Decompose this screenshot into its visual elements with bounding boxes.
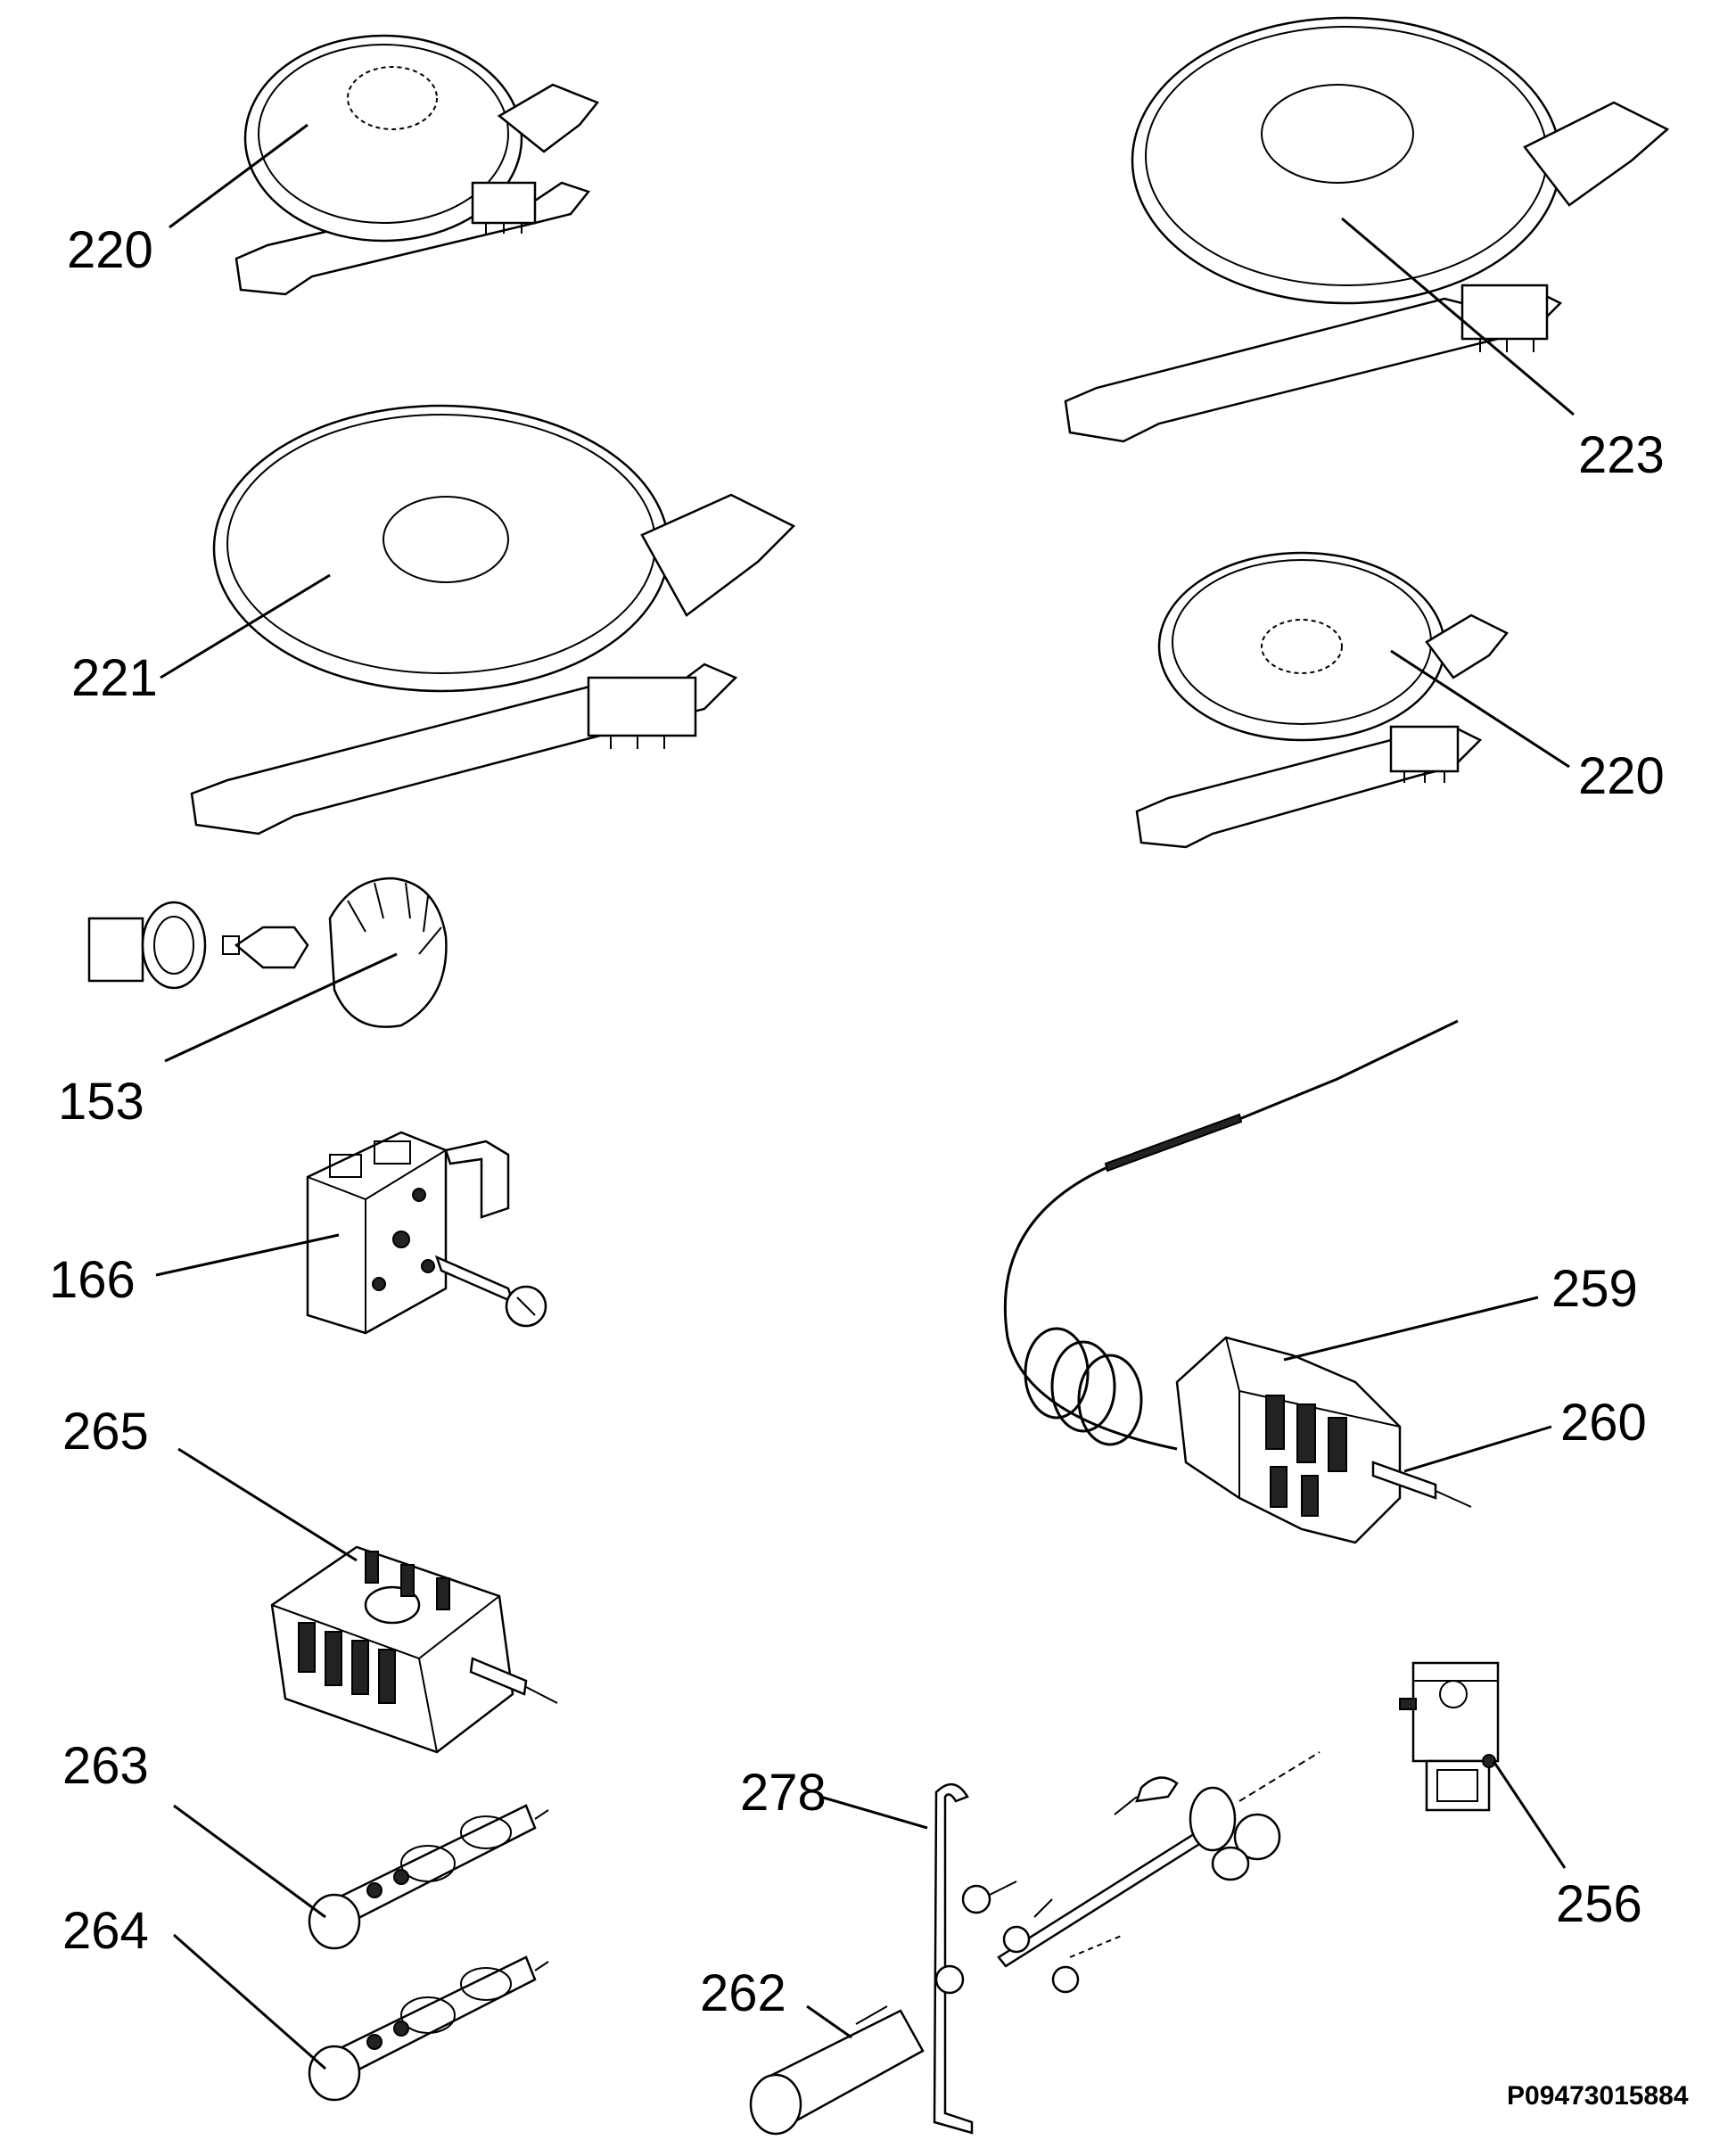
leader-260 [1403,1425,1552,1473]
callout-262: 262 [700,1964,786,2022]
leader-220-top-left [169,123,309,229]
fuse-holder-263 [308,1804,549,1950]
leader-259 [1283,1296,1539,1362]
hotplate-220-middle-right [1135,551,1509,849]
leader-264 [173,1933,326,2070]
callout-223: 223 [1578,426,1665,484]
cylinder-part-262 [749,2005,925,2136]
callout-166: 166 [49,1251,136,1309]
callout-263: 263 [62,1737,149,1795]
fuse-holder-264 [308,1955,549,2102]
thermostat-259-260 [1003,1019,1472,1544]
leader-278 [819,1795,928,1830]
callout-260: 260 [1560,1394,1647,1452]
callout-221: 221 [71,649,158,707]
callout-265: 265 [62,1403,149,1461]
hotplate-220-top-left [234,34,600,296]
thermal-cutout-256 [1399,1661,1500,1812]
leader-265 [177,1447,358,1562]
terminal-block-166 [306,1131,547,1335]
hotplate-223-top-right [1064,16,1670,443]
leader-220-middle-right [1390,649,1570,769]
hotplate-221-middle-left [190,404,796,835]
leader-263 [173,1804,326,1919]
callout-259: 259 [1551,1260,1638,1318]
callout-264: 264 [62,1902,149,1960]
door-switch-278 [933,1751,1321,2135]
leader-221 [160,573,331,679]
callout-220-top-left: 220 [67,221,153,279]
leader-223 [1341,217,1575,416]
control-knob-153 [87,877,448,1028]
callout-278: 278 [740,1764,827,1822]
callout-256: 256 [1556,1875,1642,1933]
leader-256 [1492,1760,1567,1869]
callout-220-middle-right: 220 [1578,747,1665,805]
callout-153: 153 [58,1073,144,1131]
drawing-code: P09473015884 [1507,2081,1689,2111]
selector-switch-265 [270,1545,558,1754]
leader-153 [164,952,398,1063]
leader-262 [806,2004,852,2039]
leader-166 [155,1233,340,1277]
